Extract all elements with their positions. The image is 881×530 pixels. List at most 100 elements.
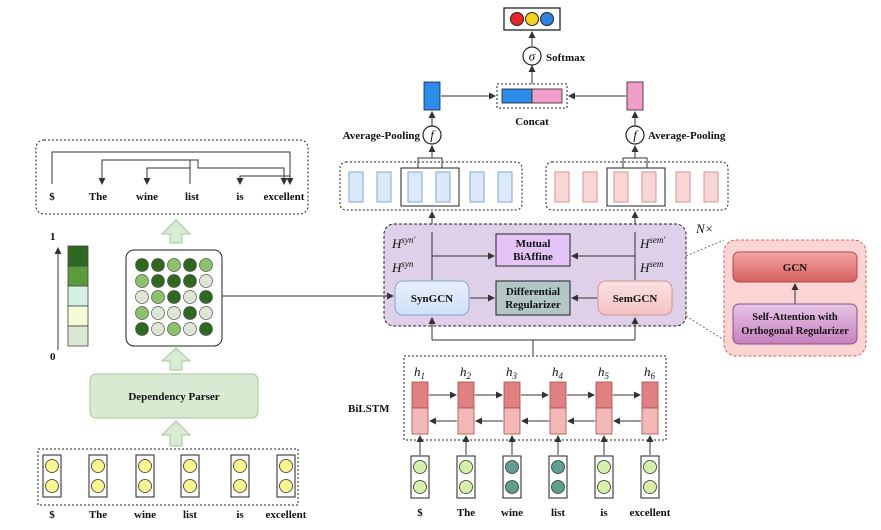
embedding-dot — [413, 460, 427, 474]
sem-vector-row — [554, 171, 719, 203]
pooling-circle-left — [422, 125, 442, 145]
lstm-forward-cell — [549, 381, 567, 409]
concat-pink-part — [531, 88, 563, 104]
self-attention-box — [732, 303, 858, 345]
h-syn-label: H — [391, 260, 402, 275]
embedding-dot — [551, 480, 565, 494]
scale-bottom-label: 0 — [50, 351, 56, 363]
lstm-backward-cell — [641, 407, 659, 435]
pooled-syn-vector — [423, 81, 441, 111]
dependency-token-label: The — [89, 191, 107, 203]
syn-vector — [376, 171, 392, 203]
embedding-dot — [643, 460, 657, 474]
matrix-cell — [183, 322, 197, 336]
f-symbol-left: f — [430, 128, 436, 143]
syn-vector — [348, 171, 364, 203]
embedding-dot — [505, 460, 519, 474]
embedding-dot — [138, 459, 152, 473]
mutual-label-2: BiAffine — [513, 251, 553, 263]
matrix-cell — [151, 322, 165, 336]
matrix-cell — [199, 258, 213, 272]
embedding-dot — [91, 459, 105, 473]
output-dot-red — [510, 12, 524, 26]
parser-token-label: excellent — [266, 509, 307, 521]
lstm-backward-cell — [549, 407, 567, 435]
scale-swatch — [67, 285, 89, 307]
matrix-cell — [135, 258, 149, 272]
syn-vector — [435, 171, 451, 203]
up-arrow-matrix — [160, 347, 192, 371]
up-arrow-tree — [160, 219, 192, 244]
n-times-label: N× — [695, 221, 713, 236]
selfatt-label-2: Orthogonal Regularizer — [741, 326, 849, 337]
parser-token-label: $ — [49, 509, 55, 521]
output-dot-blue — [540, 12, 554, 26]
hidden-state-label: h6 — [644, 364, 656, 381]
syngcn-box — [394, 280, 470, 316]
syn-vector-row — [348, 171, 513, 203]
lstm-backward-cell — [457, 407, 475, 435]
matrix-cell — [183, 274, 197, 288]
matrix-cell — [183, 306, 197, 320]
adjacency-matrix — [135, 258, 213, 336]
f-symbol-right: f — [633, 128, 639, 143]
lstm-backward-cell — [411, 407, 429, 435]
concat-blue-part — [501, 88, 533, 104]
bilstm-token-label: excellent — [630, 507, 671, 519]
output-dot-yellow — [525, 12, 539, 26]
matrix-cell — [167, 290, 181, 304]
svg-text:Hsem: Hsem — [639, 259, 664, 275]
parser-token-label: The — [89, 509, 107, 521]
embedding-dot — [91, 479, 105, 493]
matrix-cell — [199, 274, 213, 288]
sem-vector — [613, 171, 629, 203]
parser-input-outline — [37, 448, 299, 506]
up-arrow-parser — [160, 420, 192, 447]
dependency-arcs — [51, 151, 294, 185]
diff-label-1: Differential — [506, 286, 560, 298]
matrix-cell — [135, 274, 149, 288]
sem-vector — [554, 171, 570, 203]
embedding-dot — [459, 460, 473, 474]
scale-swatch — [67, 245, 89, 267]
lstm-forward-cell — [411, 381, 429, 409]
bilstm-token-label: is — [600, 507, 608, 519]
softmax-label: Softmax — [546, 52, 586, 64]
parser-token-label: list — [183, 509, 197, 521]
h-syn-prime-sup: syn' — [401, 235, 416, 245]
matrix-cell — [151, 274, 165, 288]
syn-vector — [407, 171, 423, 203]
matrix-cell — [135, 322, 149, 336]
embedding-dot — [279, 479, 293, 493]
hidden-state-label: h2 — [460, 364, 472, 381]
diff-label-2: Regularizer — [505, 299, 561, 311]
concat-outline — [496, 83, 568, 109]
matrix-cell — [167, 306, 181, 320]
scale-swatch — [67, 325, 89, 347]
embedding-dot — [643, 480, 657, 494]
embedding-dot — [505, 480, 519, 494]
bilstm-token-label: wine — [501, 507, 523, 519]
semgcn-box — [597, 280, 673, 316]
dependency-tree-outline — [35, 139, 309, 215]
gcn-detail-label: GCN — [783, 262, 808, 274]
matrix-cell — [167, 258, 181, 272]
syn-vector — [469, 171, 485, 203]
hidden-state-label: h1 — [414, 364, 425, 381]
embedding-dot — [597, 460, 611, 474]
matrix-cell — [151, 258, 165, 272]
mutual-biaffine-box — [495, 233, 571, 267]
dependency-parser-label: Dependency Parser — [128, 391, 219, 403]
matrix-cell — [183, 258, 197, 272]
scale-swatch — [67, 305, 89, 327]
dependency-token-label: excellent — [264, 191, 305, 203]
embedding-dot — [233, 459, 247, 473]
matrix-cell — [135, 306, 149, 320]
dependency-token-label: list — [185, 191, 199, 203]
sem-vector — [582, 171, 598, 203]
embedding-dot — [45, 459, 59, 473]
